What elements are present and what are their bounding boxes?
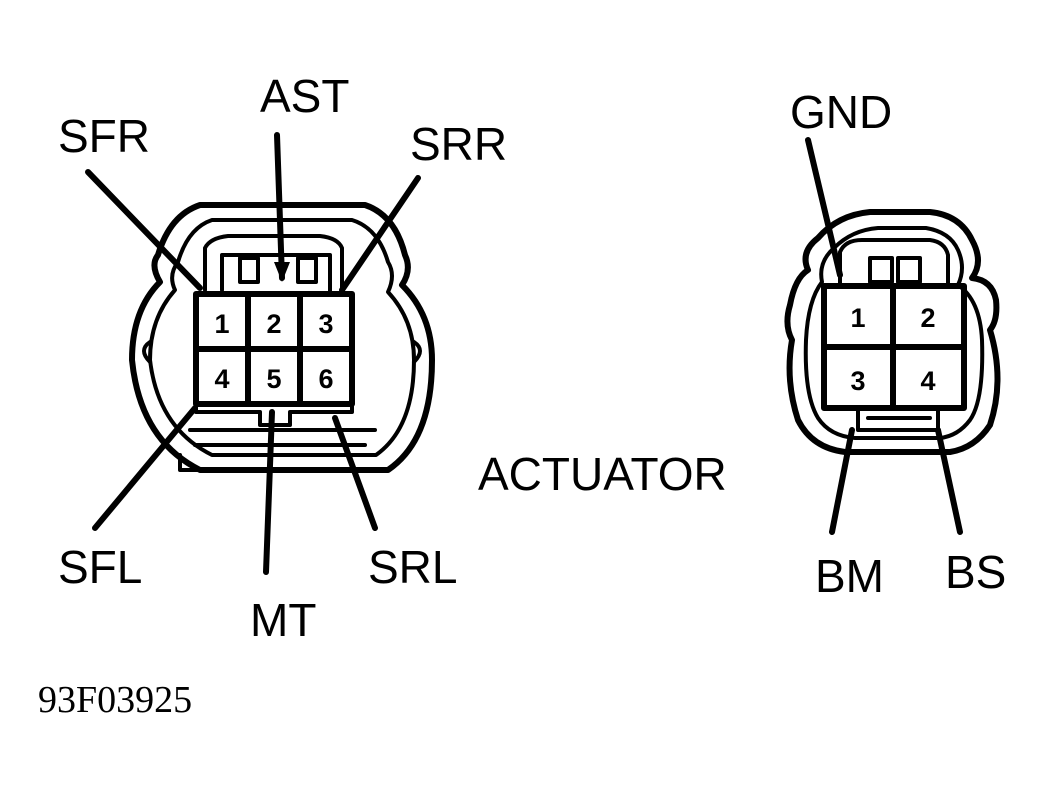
label-sfl: SFL bbox=[58, 541, 142, 593]
pin-number-3: 3 bbox=[318, 309, 333, 339]
left-leader-lines bbox=[85, 132, 421, 575]
pin-number-2: 2 bbox=[920, 303, 935, 333]
leader-line-bm bbox=[829, 427, 855, 535]
locking-latch bbox=[203, 234, 344, 294]
connector-housing-outer bbox=[129, 202, 435, 473]
label-bm: BM bbox=[815, 550, 884, 602]
leader-line-bs bbox=[935, 427, 963, 535]
right-leader-lines bbox=[805, 137, 963, 535]
pin-number-1: 1 bbox=[214, 309, 229, 339]
label-ast: AST bbox=[260, 70, 349, 122]
leader-line-gnd bbox=[805, 137, 843, 278]
connector-housing-outer bbox=[784, 209, 1001, 455]
pin-number-6: 6 bbox=[318, 364, 333, 394]
six-pin-connector: 1 2 3 4 5 6 bbox=[129, 202, 435, 473]
leader-line-sfl bbox=[92, 405, 198, 531]
label-srr: SRR bbox=[410, 118, 507, 170]
locking-latch bbox=[838, 238, 950, 285]
label-srl: SRL bbox=[368, 541, 457, 593]
label-bs: BS bbox=[945, 546, 1006, 598]
pin-number-5: 5 bbox=[266, 364, 281, 394]
leader-line-ast bbox=[274, 132, 285, 281]
keying-strip bbox=[178, 428, 377, 472]
pin-number-3: 3 bbox=[850, 366, 865, 396]
leader-line-sfr bbox=[85, 169, 203, 291]
four-pin-connector: 1 2 3 4 bbox=[784, 209, 1001, 455]
pin-number-2: 2 bbox=[266, 309, 281, 339]
figure-code: 93F03925 bbox=[38, 679, 192, 721]
caption-actuator: ACTUATOR bbox=[478, 448, 727, 500]
label-sfr: SFR bbox=[58, 110, 150, 162]
connector-housing-inner bbox=[803, 226, 985, 440]
label-mt: MT bbox=[250, 594, 316, 646]
connector-housing-inner bbox=[148, 218, 416, 457]
pin-number-4: 4 bbox=[214, 364, 229, 394]
pin-number-1: 1 bbox=[850, 303, 865, 333]
label-gnd: GND bbox=[790, 86, 892, 138]
leader-line-srr bbox=[339, 175, 421, 293]
leader-line-mt bbox=[263, 409, 275, 575]
leader-line-srl bbox=[332, 415, 378, 531]
pin-number-4: 4 bbox=[920, 366, 935, 396]
